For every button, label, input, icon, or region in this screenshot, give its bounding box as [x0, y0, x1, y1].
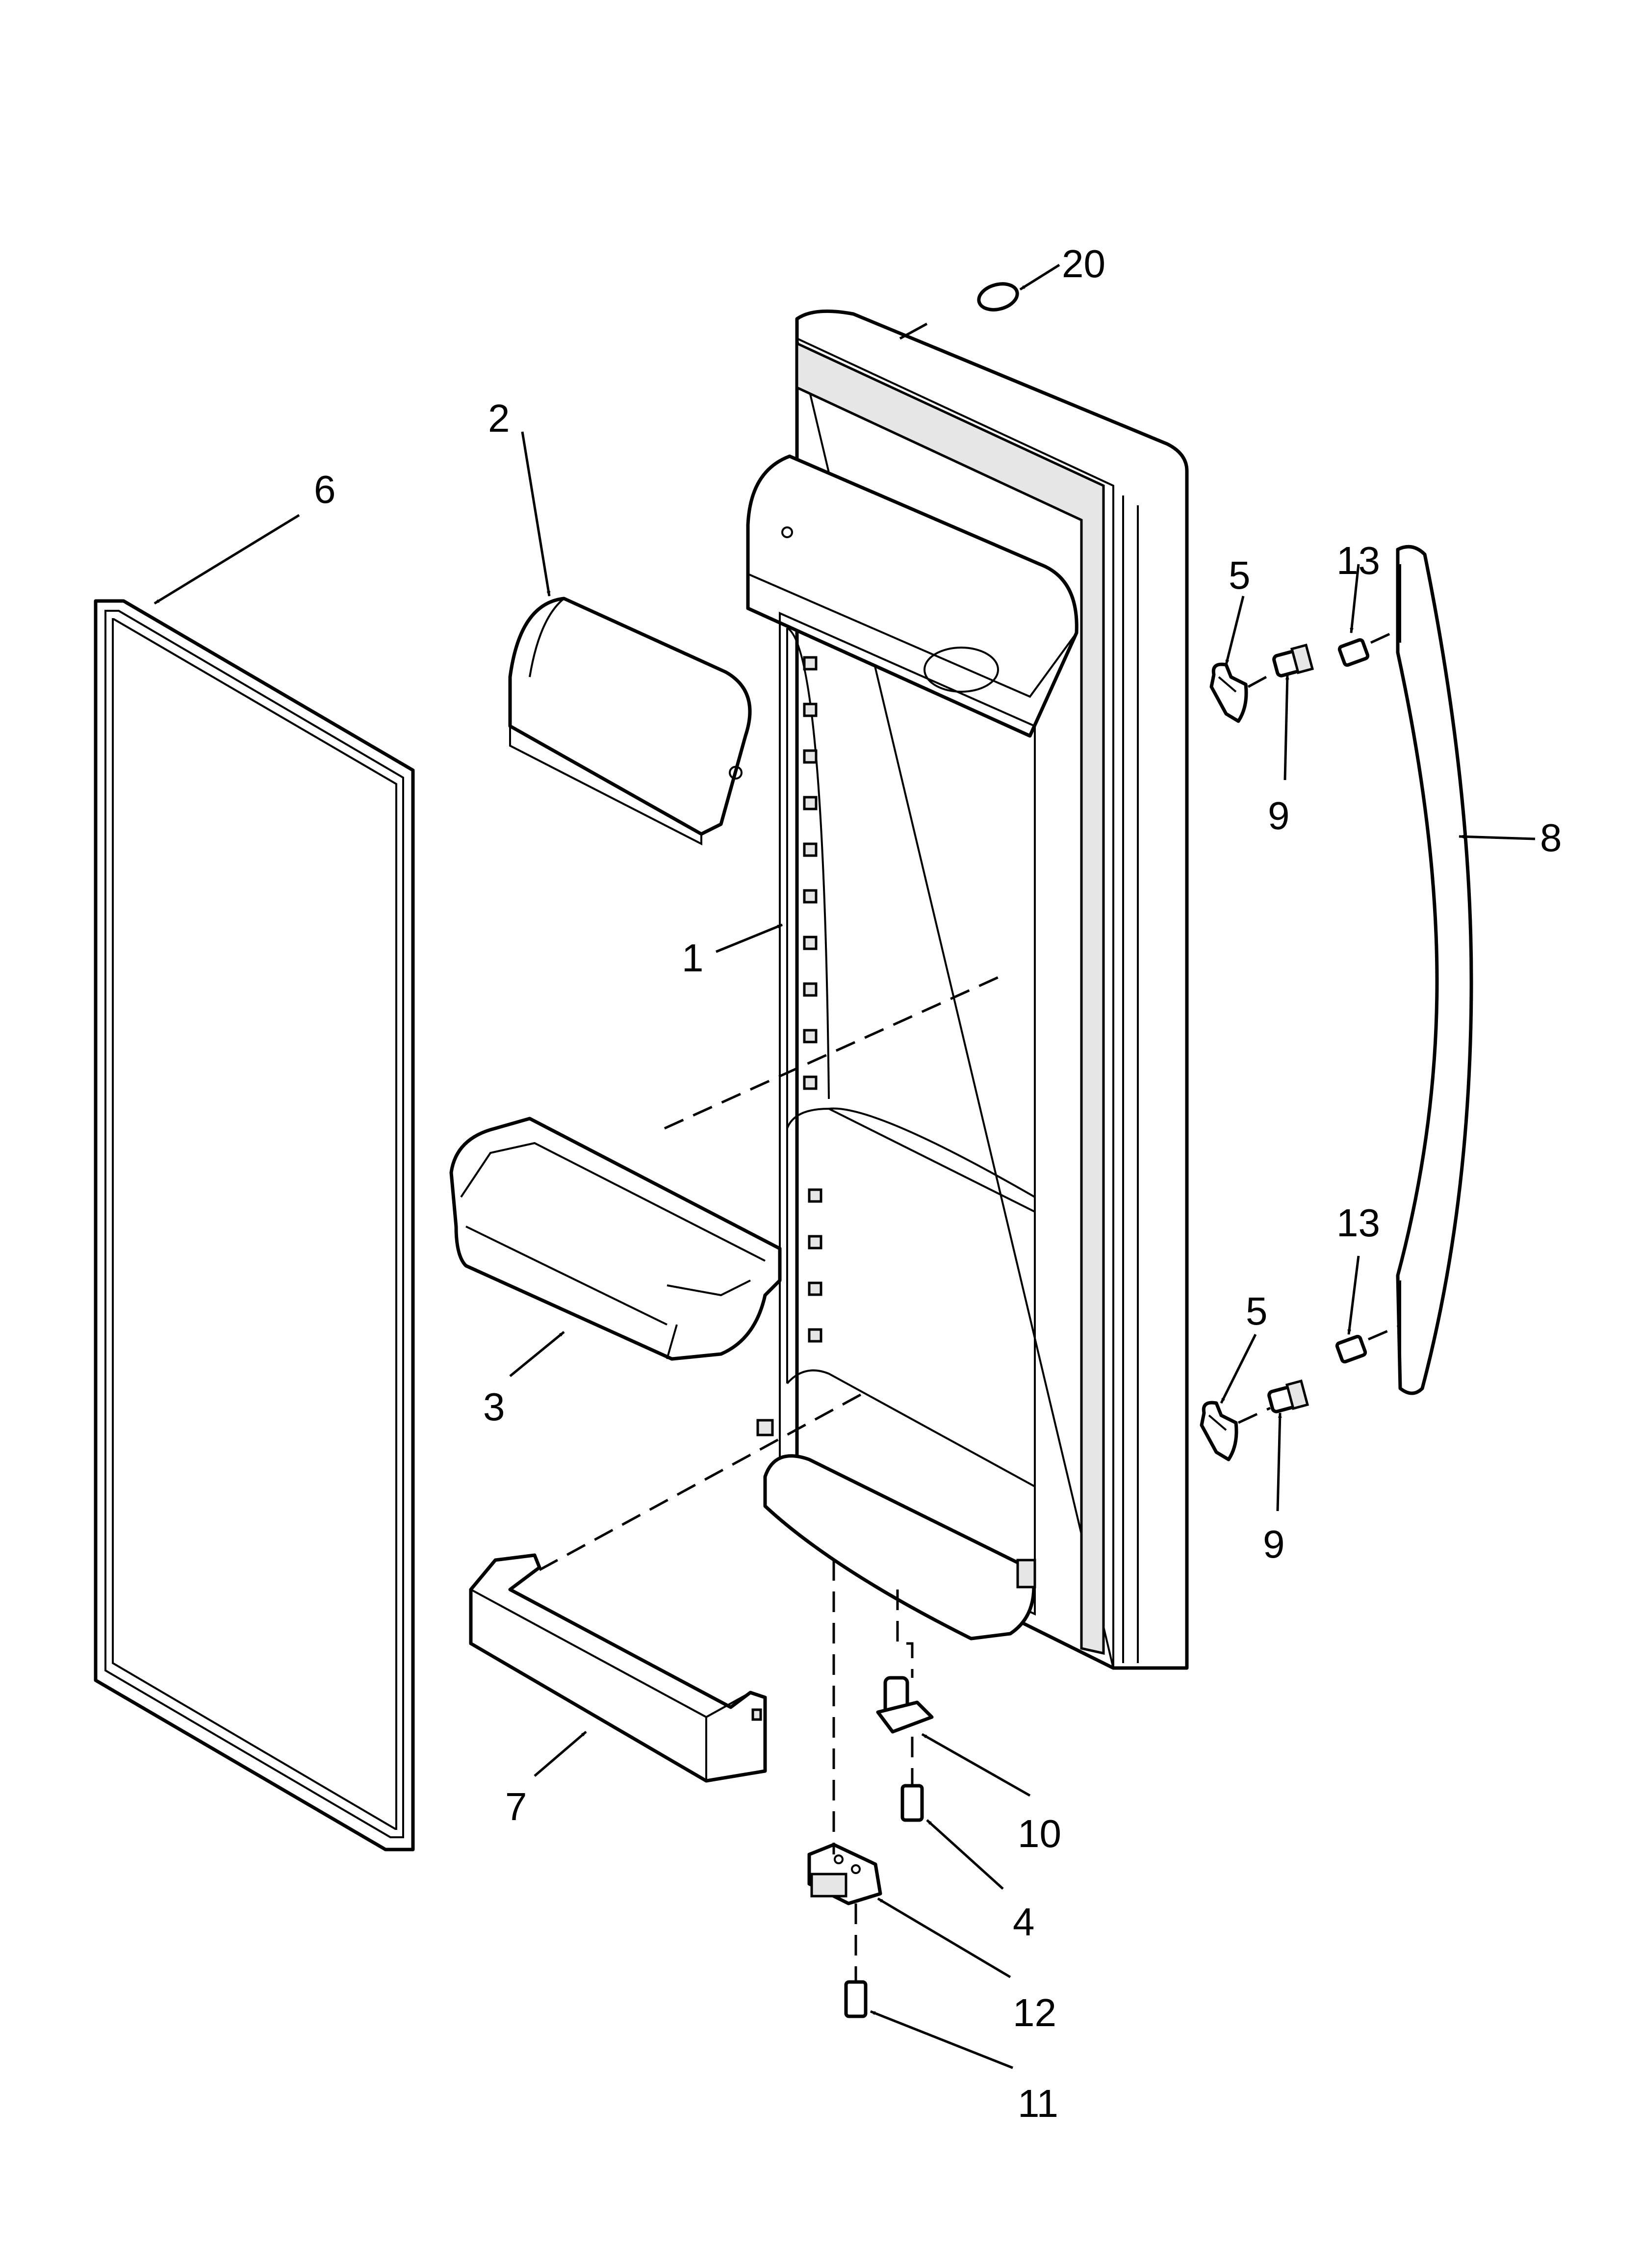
callout-10: 10: [1018, 1812, 1061, 1855]
door-gasket-part: [94, 599, 415, 1851]
callout-4: 4: [1013, 1900, 1035, 1944]
plug-button-part: [977, 282, 1019, 312]
shelf-dimple-marks: [756, 656, 822, 1436]
door-handle-part: [1396, 545, 1473, 1395]
lower-door-bin-part: [469, 1553, 767, 1783]
callout-11: 11: [1018, 2082, 1058, 2125]
callout-12: 12: [1013, 1991, 1056, 2034]
handle-spacer-upper-part: [1209, 662, 1248, 723]
callout-13-lower: 13: [1336, 1201, 1380, 1245]
callout-9-lower: 9: [1263, 1522, 1285, 1566]
handle-stud-upper-part: [1272, 643, 1314, 678]
callout-13-upper: 13: [1336, 539, 1380, 582]
callout-3: 3: [483, 1385, 505, 1429]
hinge-screw-part: [900, 1784, 924, 1822]
callout-5-lower: 5: [1246, 1289, 1268, 1333]
callout-labels: 20 2 6 5 13 9 8 1 13 5 3 9 7 10 4 12 11: [314, 242, 1562, 2125]
leader-lines: [154, 263, 1536, 2069]
callout-5-upper: 5: [1229, 553, 1251, 597]
hinge-plate-screw-part: [844, 1980, 868, 2018]
callout-9-upper: 9: [1268, 794, 1290, 837]
door-bin-part: [449, 1117, 782, 1361]
handle-spacer-lower-part: [1200, 1401, 1238, 1461]
callout-1: 1: [682, 936, 704, 980]
callout-6: 6: [314, 468, 336, 511]
callout-2: 2: [488, 396, 510, 440]
alignment-lines: [539, 975, 1001, 1982]
callout-7: 7: [505, 1785, 527, 1828]
door-liner-part: [746, 309, 1189, 1670]
callout-8: 8: [1540, 816, 1562, 860]
hinge-pin-part: [876, 1676, 934, 1734]
handle-stud-lower-part: [1267, 1379, 1309, 1413]
hinge-plate-part: [807, 1843, 882, 1905]
callout-20: 20: [1062, 242, 1105, 286]
handle-screw-lower-part: [1335, 1323, 1403, 1364]
handle-screw-upper-part: [1337, 626, 1404, 667]
dairy-cover-part: [508, 597, 752, 846]
